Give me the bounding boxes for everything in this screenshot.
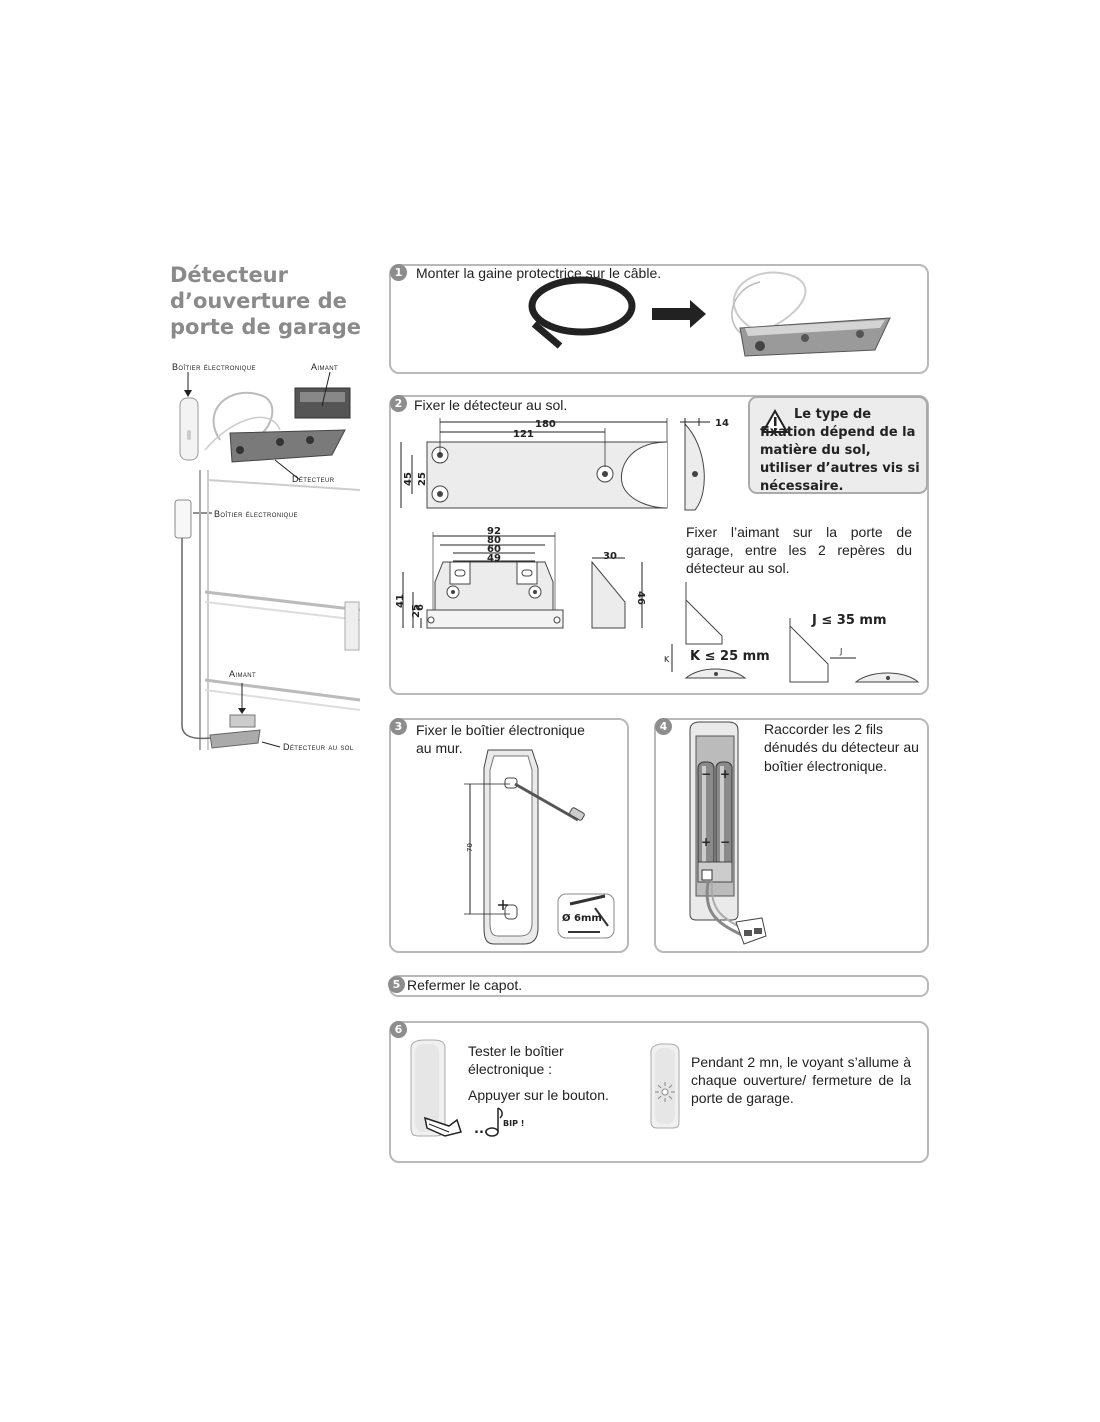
dim-180: 180 xyxy=(535,419,556,430)
title-line-2: d’ouverture de xyxy=(170,289,347,313)
height-dim-70: 70 xyxy=(466,843,474,852)
battery-plus-top: + xyxy=(720,767,731,781)
bip-label: BIP ! xyxy=(503,1119,525,1128)
dim-49: 49 xyxy=(487,553,501,564)
dim-41: 41 xyxy=(395,594,406,608)
k-small-label: K xyxy=(664,655,670,664)
step-1-number: 1 xyxy=(390,264,407,281)
step-4-number: 4 xyxy=(655,718,672,735)
music-note-icon xyxy=(485,1107,503,1137)
step-6-device-press xyxy=(410,1039,462,1137)
j-small-label: J xyxy=(839,647,842,656)
battery-plus-bottom: + xyxy=(701,835,712,849)
step-6-test-line-2: électronique : xyxy=(468,1061,553,1077)
page-title: Détecteur d’ouverture de porte de garage xyxy=(170,262,370,340)
step-2-number: 2 xyxy=(390,395,407,412)
dim-30: 30 xyxy=(603,551,617,562)
step-6-result-text: Pendant 2 mn, le voyant s’allume à chaqu… xyxy=(691,1054,911,1106)
label-detecteur-sol: Détecteur au sol xyxy=(283,742,354,752)
warning-box: Le type de fixation dépend de la matière… xyxy=(748,396,928,494)
step-6-test-line-1: Tester le boîtier xyxy=(468,1043,564,1059)
step-4-text-3: boîtier électronique. xyxy=(764,758,887,774)
step-6-number: 6 xyxy=(390,1021,407,1038)
dim-46: 46 xyxy=(635,591,646,605)
dim-25b: 25 xyxy=(411,604,422,618)
j-max-label: J ≤ 35 mm xyxy=(812,613,887,628)
dim-92: 92 xyxy=(487,526,501,537)
battery-minus-bottom: − xyxy=(720,835,731,849)
step-4-battery-illustration xyxy=(689,721,767,945)
label-boitier-top: Boîtier électronique xyxy=(172,362,256,372)
battery-minus-top: − xyxy=(701,767,712,781)
warning-text: Le type de fixation dépend de la matière… xyxy=(760,407,920,494)
label-detecteur-top: Détecteur xyxy=(292,474,335,484)
dim-6: 6 xyxy=(415,604,426,611)
title-line-1: Détecteur xyxy=(170,263,288,287)
step-2-gap-drawing: K J xyxy=(664,582,920,683)
step-1-text: Monter la gaine protectrice sur le câble… xyxy=(416,265,662,281)
drill-size-label: Ø 6mm xyxy=(562,913,602,924)
step-1-illustration xyxy=(528,271,891,357)
step-6-device-led xyxy=(650,1043,680,1129)
warning-icon xyxy=(761,408,789,433)
dim-45: 45 xyxy=(403,472,414,486)
step-3-text-1: Fixer le boîtier électronique xyxy=(416,722,585,738)
step-5-number: 5 xyxy=(388,976,405,993)
dim-25a: 25 xyxy=(417,472,428,486)
step-3-number: 3 xyxy=(390,718,407,735)
dim-121: 121 xyxy=(513,429,534,440)
step-3-illustration: 70 xyxy=(464,749,615,945)
step-5-text: Refermer le capot. xyxy=(407,977,523,993)
step-6-press-text: Appuyer sur le bouton. xyxy=(468,1087,609,1103)
overview-illustration xyxy=(174,371,361,750)
step-2-note: Fixer l’aimant sur la porte de garage, e… xyxy=(686,524,912,576)
label-aimant-bottom: Aimant xyxy=(229,669,257,679)
step-2-dimension-drawing: 180 121 45 25 14 92 80 60 49 41 25 6 30 … xyxy=(395,418,729,629)
step-2-text: Fixer le détecteur au sol. xyxy=(414,397,568,413)
step-4-text-2: dénudés du détecteur au xyxy=(764,739,919,755)
k-max-label: K ≤ 25 mm xyxy=(690,649,770,664)
step-3-text-2: au mur. xyxy=(416,740,463,756)
dim-80: 80 xyxy=(487,535,501,546)
title-line-3: porte de garage xyxy=(170,315,361,339)
dim-60: 60 xyxy=(487,544,501,555)
dim-14: 14 xyxy=(715,418,729,429)
label-boitier-mid: Boîtier électronique xyxy=(214,509,298,519)
step-4-text-1: Raccorder les 2 fils xyxy=(764,721,884,737)
label-aimant-top: Aimant xyxy=(311,362,339,372)
bip-dots: ... xyxy=(474,1122,489,1137)
